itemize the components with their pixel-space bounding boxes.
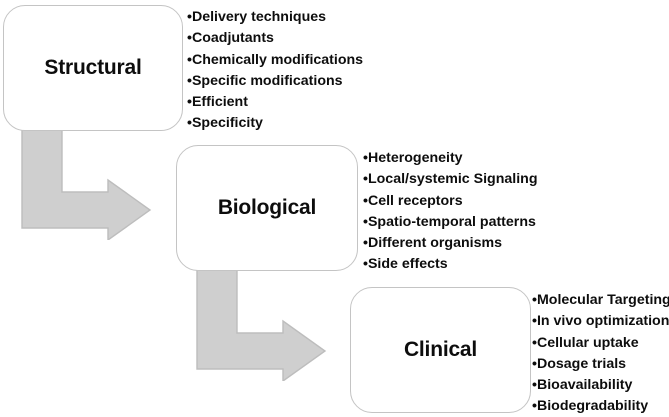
list-item: •Specific modifications — [187, 71, 363, 92]
bullet-dot-icon: • — [363, 192, 368, 209]
list-item-label: Local/systemic Signaling — [367, 171, 538, 188]
bullet-dot-icon: • — [363, 213, 368, 230]
list-item-label: Delivery techniques — [191, 9, 327, 25]
bullet-dot-icon: • — [532, 313, 537, 330]
list-item: •Chemically modifications — [187, 50, 363, 71]
bullet-dot-icon: • — [532, 355, 537, 372]
list-item-label: Chemically modifications — [191, 51, 364, 68]
list-item-label: Molecular Targeting — [536, 292, 669, 308]
list-item-label: Heterogeneity — [367, 150, 463, 166]
bullet-dot-icon: • — [532, 334, 537, 351]
list-item-label: Specific modifications — [191, 72, 343, 89]
bullet-dot-icon: • — [187, 51, 192, 68]
list-item: •Side effects — [363, 254, 538, 275]
stage-box-clinical[interactable]: Clinical — [350, 287, 531, 413]
list-item: •Efficient — [187, 92, 363, 113]
list-item: •Heterogeneity — [363, 148, 538, 169]
bullet-dot-icon: • — [532, 398, 537, 415]
list-item-label: Side effects — [367, 256, 448, 273]
list-item-label: In vivo optimization — [536, 313, 669, 330]
bullet-dot-icon: • — [363, 171, 368, 188]
bullet-list-structural: •Delivery techniques •Coadjutants •Chemi… — [187, 7, 363, 135]
list-item-label: Specificity — [191, 115, 263, 132]
list-item-label: Bioavailability — [536, 377, 633, 394]
list-item-label: Dosage trials — [536, 355, 627, 372]
stage-label-structural: Structural — [44, 56, 142, 79]
list-item-label: Spatio-temporal patterns — [367, 213, 536, 230]
list-item-label: Coadjutants — [191, 30, 274, 47]
bullet-list-biological: •Heterogeneity •Local/systemic Signaling… — [363, 148, 538, 276]
list-item: •Molecular Targeting — [532, 290, 669, 311]
bullet-dot-icon: • — [363, 235, 368, 252]
bullet-dot-icon: • — [363, 256, 368, 273]
list-item-label: Efficient — [191, 94, 248, 111]
stage-box-biological[interactable]: Biological — [176, 145, 358, 271]
bullet-dot-icon: • — [187, 30, 192, 47]
list-item: •Cell receptors — [363, 191, 538, 212]
list-item-label: Cellular uptake — [536, 334, 639, 351]
list-item-label: Cell receptors — [367, 192, 463, 209]
stage-label-clinical: Clinical — [403, 338, 478, 361]
arrow-structural-to-biological — [21, 124, 152, 240]
list-item: •Biodegradability — [532, 396, 669, 417]
list-item: •Cellular uptake — [532, 333, 669, 354]
bullet-dot-icon: • — [363, 150, 368, 166]
list-item: •Dosage trials — [532, 354, 669, 375]
bullet-dot-icon: • — [532, 292, 537, 308]
bullet-dot-icon: • — [532, 377, 537, 394]
list-item-label: Biodegradability — [536, 398, 649, 415]
stage-box-structural[interactable]: Structural — [3, 5, 183, 131]
bullet-list-clinical: •Molecular Targeting •In vivo optimizati… — [532, 290, 669, 417]
list-item: •Local/systemic Signaling — [363, 169, 538, 190]
bullet-dot-icon: • — [187, 72, 192, 89]
list-item: •In vivo optimization — [532, 311, 669, 332]
list-item: •Different organisms — [363, 233, 538, 254]
bullet-dot-icon: • — [187, 115, 192, 132]
list-item: •Bioavailability — [532, 375, 669, 396]
list-item: •Delivery techniques — [187, 7, 363, 28]
list-item: •Specificity — [187, 113, 363, 134]
stage-label-biological: Biological — [217, 196, 317, 219]
bullet-dot-icon: • — [187, 9, 192, 25]
list-item: •Spatio-temporal patterns — [363, 212, 538, 233]
arrow-biological-to-clinical — [196, 265, 327, 381]
list-item-label: Different organisms — [367, 235, 502, 252]
bullet-dot-icon: • — [187, 94, 192, 111]
list-item: •Coadjutants — [187, 28, 363, 49]
